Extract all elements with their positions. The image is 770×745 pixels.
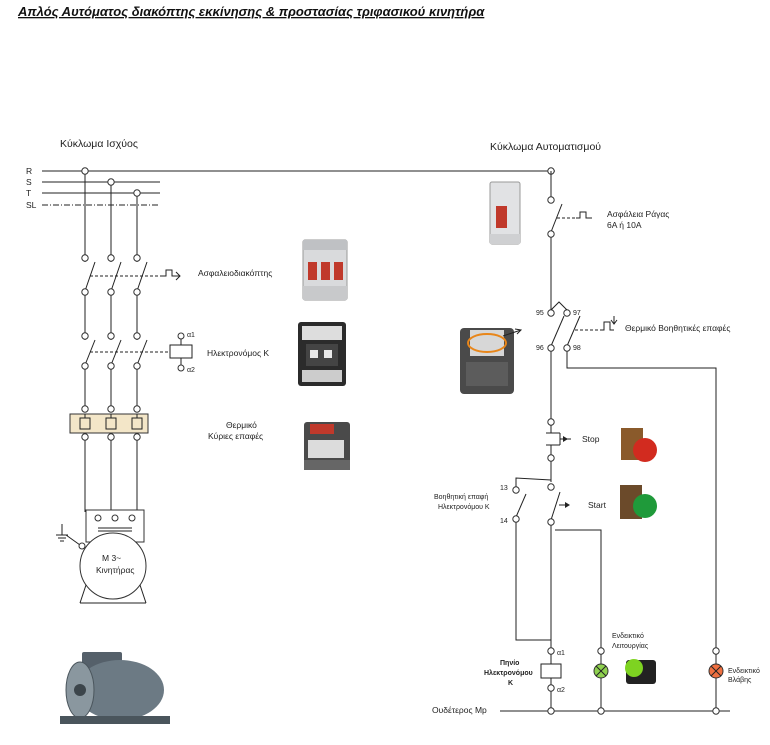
power-circuit-title: Κύκλωμα Ισχύος <box>60 138 138 150</box>
run-lamp-label-line1: Ενδεικτικό <box>612 632 644 640</box>
phase-label-s: S <box>26 177 32 187</box>
contactor-symbol <box>81 332 193 372</box>
run-lamp-symbol <box>593 647 609 711</box>
start-label: Start <box>588 500 607 510</box>
term-14: 14 <box>500 518 508 525</box>
neutral-nodes <box>547 707 720 715</box>
contactor-a2-label: α2 <box>187 367 195 374</box>
control-circuit-title: Κύκλωμα Αυτοματισμού <box>490 141 601 153</box>
start-button-symbol <box>547 483 570 526</box>
fault-lamp-label-line1: Ενδεικτικό <box>728 667 760 675</box>
stop-button-symbol <box>546 418 571 462</box>
coil-a1-label: α1 <box>557 650 565 657</box>
fault-lamp-label-line2: Βλάβης <box>728 676 752 684</box>
motor-label-line1: M 3~ <box>102 553 121 563</box>
motor-symbol <box>78 509 147 604</box>
run-lamp-photo <box>625 659 656 684</box>
circuit-breaker-symbol <box>81 254 181 296</box>
stop-label: Stop <box>582 434 600 444</box>
run-lamp-label-line2: Λειτουργίας <box>612 642 649 650</box>
rail-fuse-symbol <box>547 196 592 238</box>
aux-contact-symbol <box>512 486 527 523</box>
aux-label-line2: Ηλεκτρονόμου K <box>438 503 490 511</box>
aux-label-line1: Βοηθητική επαφή <box>434 494 488 501</box>
contactor-photo <box>298 322 346 386</box>
contactor-a1-label: α1 <box>187 332 195 339</box>
coil-label-line2: Ηλεκτρονόμου <box>484 669 533 677</box>
start-button-photo <box>620 485 657 519</box>
thermal-relay-symbol <box>69 405 149 441</box>
neutral-label: Ουδέτερος Mp <box>432 705 487 715</box>
coil-label-line1: Πηνίο <box>500 660 519 667</box>
term-13: 13 <box>500 485 508 492</box>
breaker-label: Ασφαλειοδιακόπτης <box>198 268 272 278</box>
fuse-label-line1: Ασφάλεια Ράγας <box>607 209 669 219</box>
thermal-aux-photo <box>460 328 523 394</box>
term-98: 98 <box>573 345 581 352</box>
power-wiring <box>65 171 138 546</box>
thermal-aux-contacts-symbol <box>547 301 618 352</box>
contactor-label: Ηλεκτρονόμος K <box>207 348 269 358</box>
motor-label-line2: Κινητήρας <box>96 565 134 575</box>
thermal-label-line1: Θερμικό <box>226 420 257 430</box>
term-97: 97 <box>573 310 581 317</box>
coil-label-line3: K <box>508 680 513 687</box>
thermal-aux-label: Θερμικό Βοηθητικές επαφές <box>625 323 730 333</box>
phase-label-r: R <box>26 166 32 176</box>
ground-icon <box>56 524 68 542</box>
term-96: 96 <box>536 345 544 352</box>
thermal-relay-photo <box>304 422 350 470</box>
coil-a2-label: α2 <box>557 687 565 694</box>
phase-label-t: T <box>26 188 31 198</box>
phase-bus: R S T SL <box>26 166 555 210</box>
motor-photo <box>60 652 170 724</box>
fuse-label-line2: 6A ή 10A <box>607 220 642 230</box>
rail-fuse-photo <box>489 181 521 245</box>
breaker-photo <box>302 239 348 301</box>
control-wiring <box>500 171 730 712</box>
fault-lamp-symbol <box>708 647 724 711</box>
term-95: 95 <box>536 310 544 317</box>
coil-symbol <box>540 647 562 692</box>
stop-button-photo <box>621 428 657 462</box>
thermal-label-line2: Κύριες επαφές <box>208 431 263 441</box>
page-title: Απλός Αυτόματος διακόπτης εκκίνησης & πρ… <box>17 4 485 19</box>
phase-label-sl: SL <box>26 200 37 210</box>
